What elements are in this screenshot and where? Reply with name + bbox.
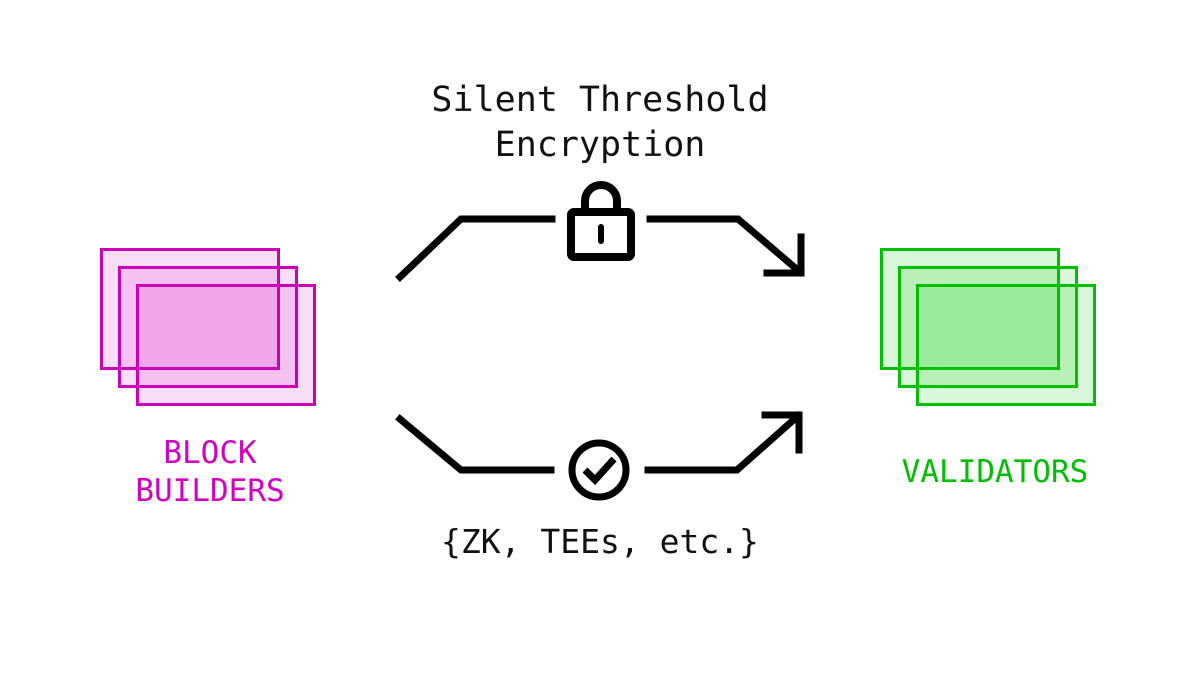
- lock-icon: [567, 181, 635, 261]
- top-arrow-right-segment: [646, 215, 805, 277]
- bottom-arrowhead-icon: [761, 411, 803, 454]
- block-builders-label: BLOCK BUILDERS: [135, 435, 285, 509]
- validators-label: VALIDATORS: [901, 454, 1089, 490]
- bottom-arrow-left-segment: [395, 414, 555, 474]
- diagram-caption: {ZK, TEEs, etc.}: [441, 522, 759, 561]
- validators-stack: [875, 243, 1105, 418]
- bottom-arrow-right-segment: [644, 411, 803, 474]
- block-card: [916, 284, 1096, 406]
- block-card: [136, 284, 316, 406]
- top-arrowhead-icon: [763, 233, 805, 277]
- top-arrow-left-segment: [395, 215, 556, 282]
- check-circle-icon: [568, 439, 630, 501]
- diagram-title: Silent Threshold Encryption: [431, 80, 769, 165]
- block-builders-stack: [95, 243, 325, 418]
